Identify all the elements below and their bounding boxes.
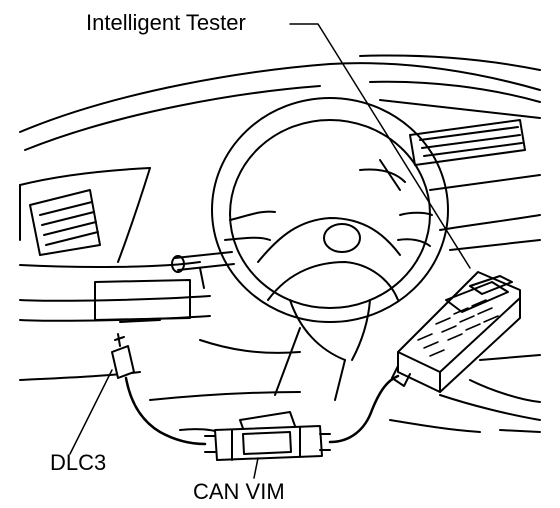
center-air-vent: [409, 119, 526, 166]
vim-to-tester-cable: [328, 374, 400, 444]
horn-emblem: [323, 223, 361, 253]
dlc3-label: DLC3: [50, 450, 107, 475]
lower-panel-cover: [94, 279, 191, 321]
connection-cables: [124, 374, 400, 446]
leader-lines: [69, 23, 471, 479]
tester-keypad: [417, 299, 499, 357]
dlc3-to-vim-cable: [124, 376, 207, 446]
dashboard-top-outline: [19, 54, 541, 151]
left-air-vent: [29, 189, 101, 256]
dashboard-left-panel: [19, 167, 301, 381]
tester-screen: [445, 281, 509, 313]
can-vim-module: [204, 425, 331, 461]
dashboard-right-panel: [409, 119, 541, 433]
dlc3-connector: [111, 333, 135, 379]
steering-column: [171, 251, 235, 289]
intelligent-tester-label: Intelligent Tester: [86, 10, 246, 35]
dlc3-leader-line: [69, 369, 113, 455]
tester-leader-line: [289, 23, 471, 269]
intelligent-tester-device: [391, 271, 521, 393]
can-vim-leader-line: [253, 457, 259, 479]
can-vim-label: CAN VIM: [193, 479, 285, 504]
steering-wheel: [211, 97, 449, 401]
